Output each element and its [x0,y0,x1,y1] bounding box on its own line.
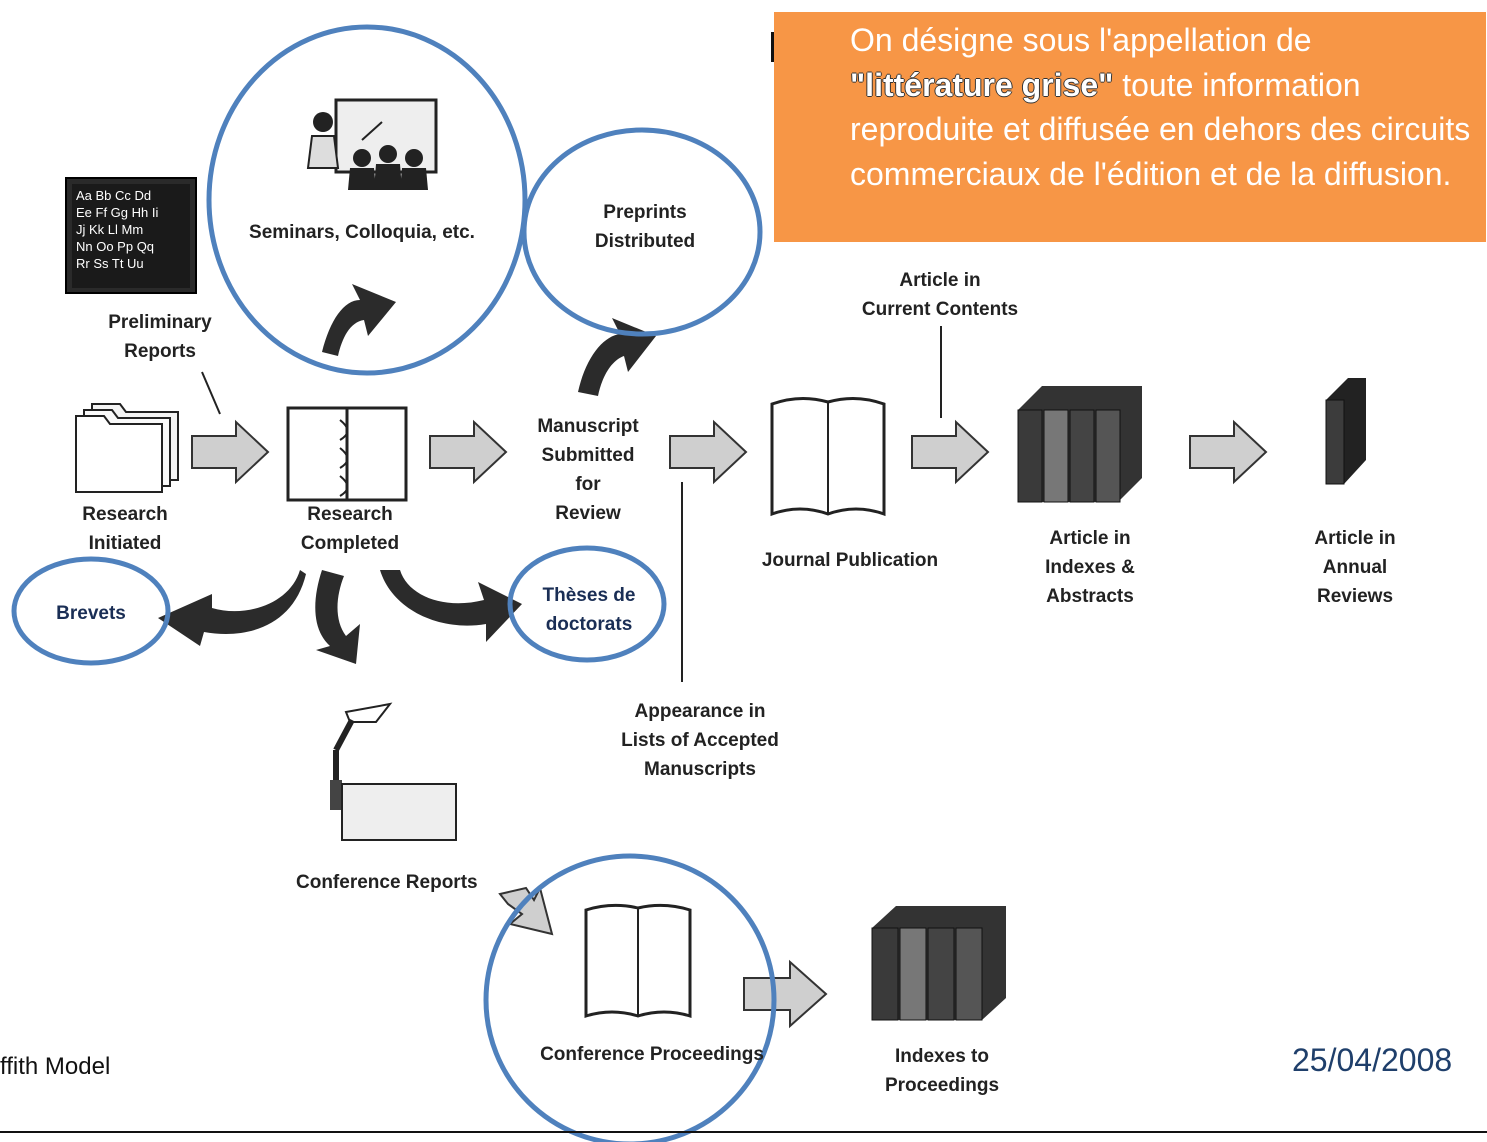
label-conference-proceedings: Conference Proceedings [540,1044,764,1065]
folders-icon [75,403,179,493]
definition-keyword: "littérature grise" [850,66,1114,103]
label-seminars: Seminars, Colloquia, etc. [249,222,475,243]
projector-icon [330,702,457,841]
curved-arrow-down [315,570,360,664]
label-current-contents: Article in Current Contents [861,270,1019,320]
curved-arrow-right [380,570,522,642]
highlight-circle-proceedings [483,853,777,1142]
chalkboard-icon: Aa Bb Cc Dd Ee Ff Gg Hh Ii Jj Kk Ll Mm N… [65,177,197,294]
annual-review-book-icon [1325,378,1366,485]
highlight-circle-seminars [206,24,528,376]
label-annual-reviews: Article in Annual Reviews [1314,528,1396,607]
label-research-completed: Research Completed [300,504,400,554]
proceedings-book-icon [584,903,692,1019]
highlight-circle-brevets [11,556,171,666]
arrow-right [669,419,748,485]
highlight-circle-theses [507,545,667,663]
definition-text: On désigne sous l'appellation de "littér… [850,18,1480,196]
label-brevets: Brevets [56,603,126,624]
definition-line1: On désigne sous l'appellation de [850,22,1312,58]
arrow-right [191,419,270,485]
label-indexes-abstracts: Article in Indexes & Abstracts [1045,528,1135,607]
arrow-down-right [498,885,554,936]
curved-arrow-left [158,570,306,646]
label-preliminary: Preliminary Reports [108,312,212,362]
label-conference-reports: Conference Reports [296,872,478,893]
label-preprints: Preprints Distributed [594,202,696,252]
label-theses: Thèses de doctorats [542,585,636,635]
label-manuscript: Manuscript Submitted for Review [537,416,639,524]
footer-date: 25/04/2008 [1292,1042,1453,1078]
presenter-icon [306,98,438,190]
footer-rule [0,1131,1487,1133]
curved-arrow-up [578,318,656,396]
open-binder-icon [286,406,408,502]
highlight-circle-preprints [521,127,763,337]
arrow-right [1189,419,1268,485]
arrow-right [911,419,990,485]
slide-divider-mark [771,32,774,62]
label-journal: Journal Publication [761,550,939,571]
arrow-right [743,959,828,1029]
svg-text:Aa Bb Cc Dd Ee Ff Gg Hh: Aa Bb Cc Dd Ee Ff Gg Hh Ii Jj Kk Ll Mm N… [76,188,162,271]
curved-arrow-up [322,284,396,356]
connector-line [201,371,221,415]
definition-callout [774,12,1486,242]
definition-rest: toute information reproduite et diffusée… [850,66,1471,192]
footer-caption: ffith Model [0,1053,111,1080]
label-research-initiated: Research Initiated [82,504,168,554]
arrow-right [429,419,508,485]
journal-book-icon [770,397,886,517]
label-accepted-manuscripts: Appearance in Lists of Accepted Manuscri… [621,701,779,780]
label-indexes-proceedings: Indexes to Proceedings [884,1046,1000,1096]
proceedings-index-books-icon [871,906,1006,1021]
indexes-books-icon [1017,386,1142,503]
